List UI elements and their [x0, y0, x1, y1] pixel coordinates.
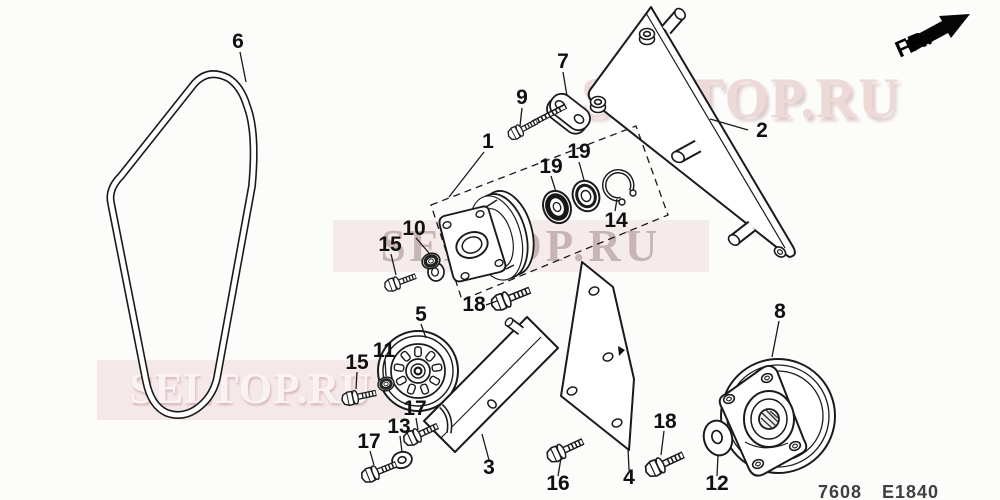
part-15-bolt-lower	[341, 386, 378, 407]
part-2-bracket	[587, 6, 796, 258]
part-3-cover-plate	[423, 316, 559, 453]
part-19-bearing	[571, 179, 601, 213]
pump-splined-bore	[758, 408, 780, 430]
bracket-stud-lower	[727, 220, 756, 246]
part-5-idler-pulley	[377, 330, 459, 412]
part-15-bolt-upper	[383, 270, 418, 293]
bracket-stud-top	[661, 7, 686, 35]
part-16-bolt	[544, 434, 586, 464]
page-code-right: E1840	[882, 482, 940, 500]
leader-lines	[239, 51, 780, 477]
part-6-belt	[106, 70, 258, 419]
part-17-bolt-upper	[401, 419, 441, 448]
part-19-seal	[542, 189, 572, 225]
cover-plate-stud	[504, 317, 524, 335]
part-18-bolt-upper	[489, 283, 533, 313]
part-12-washer	[702, 419, 734, 457]
part-8-pump-flange	[718, 358, 836, 477]
part-9-bolt	[506, 103, 568, 142]
part-4-plate	[560, 261, 635, 451]
part-7-stay-plate	[546, 92, 591, 135]
bracket-collar-hole	[589, 27, 656, 114]
bracket-stud-middle	[671, 139, 702, 164]
page-code-left: 7608	[818, 482, 863, 500]
part-14-snap-ring	[601, 169, 637, 206]
watermark-text: SELTOP.RU	[97, 360, 405, 420]
part-18-bolt-lower	[643, 447, 687, 479]
fr-arrow-icon	[905, 14, 970, 53]
part-1-tensioner-housing	[427, 190, 535, 283]
